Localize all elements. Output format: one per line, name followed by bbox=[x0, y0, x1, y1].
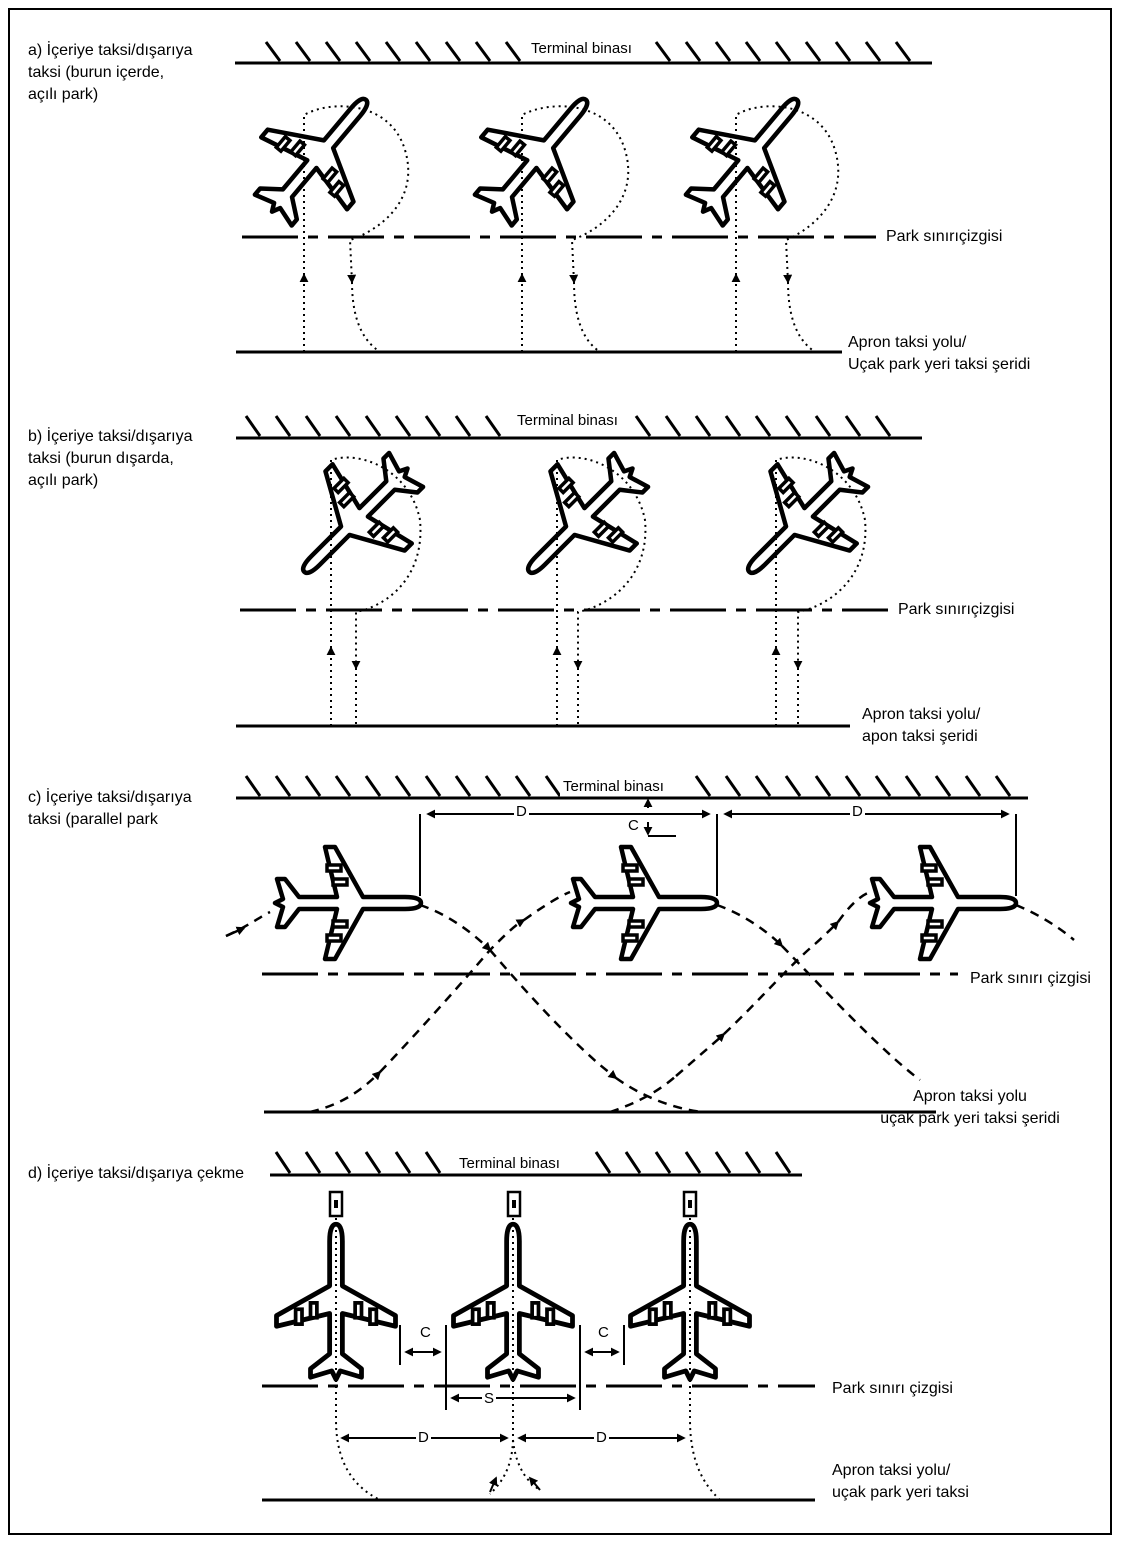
airplane-icon bbox=[710, 429, 892, 611]
taxi-lane-label-c: Apron taksi yolu uçak park yeri taksi şe… bbox=[880, 1088, 1060, 1127]
dimension-lines-c bbox=[419, 798, 1017, 896]
airplane-icon bbox=[265, 429, 447, 611]
parking-line-label-d: Park sınırı çizgisi bbox=[832, 1380, 953, 1397]
taxi-lane-label-a: Apron taksi yolu/ Uçak park yeri taksi ş… bbox=[848, 334, 1031, 373]
terminal-wall-b bbox=[236, 415, 922, 440]
wingspan-label-s: S bbox=[482, 1390, 497, 1407]
taxi-path-b bbox=[326, 456, 867, 726]
taxi-path-a bbox=[299, 105, 840, 353]
panel-b-title: b) İçeriye taksi/dışarıya taksi (burun d… bbox=[28, 428, 193, 489]
spacing-label-d-left: D bbox=[416, 1429, 431, 1446]
taxi-lane-label-d: Apron taksi yolu/ uçak park yeri taksi bbox=[832, 1462, 969, 1501]
terminal-wall-c bbox=[236, 775, 1028, 800]
dimension-label-c: C bbox=[626, 817, 641, 834]
panel-b bbox=[236, 415, 922, 728]
terminal-wall-a bbox=[235, 41, 932, 65]
figure-frame bbox=[8, 8, 1112, 1535]
panel-a-title: a) İçeriye taksi/dışarıya taksi (burun i… bbox=[28, 42, 193, 103]
terminal-wall-d bbox=[270, 1151, 802, 1177]
panel-c bbox=[225, 775, 1075, 1114]
panel-a bbox=[229, 41, 932, 354]
terminal-label-c: Terminal binası bbox=[560, 778, 667, 796]
tow-tractor-icon bbox=[328, 1190, 344, 1218]
parking-line-label-c: Park sınırı çizgisi bbox=[970, 970, 1091, 987]
clearance-label-c-left: C bbox=[418, 1324, 433, 1341]
dimension-label-d-right: D bbox=[850, 803, 865, 820]
airplane-icon bbox=[275, 847, 421, 959]
terminal-label-a: Terminal binası bbox=[528, 40, 635, 58]
tow-tractor-icon bbox=[682, 1190, 698, 1218]
terminal-label-d: Terminal binası bbox=[456, 1155, 563, 1173]
terminal-label-b: Terminal binası bbox=[514, 412, 621, 430]
airplane-icon bbox=[870, 847, 1016, 959]
panel-c-title: c) İçeriye taksi/dışarıya taksi (paralle… bbox=[28, 789, 192, 828]
airplane-icon bbox=[660, 64, 840, 248]
airplane-icon bbox=[229, 64, 409, 248]
airplane-icon bbox=[571, 847, 717, 959]
airplane-icon bbox=[449, 64, 629, 248]
panel-d bbox=[262, 1151, 815, 1502]
clearance-label-c-right: C bbox=[596, 1324, 611, 1341]
spacing-label-d-right: D bbox=[594, 1429, 609, 1446]
dimension-label-d-left: D bbox=[514, 803, 529, 820]
taxi-lane-label-b: Apron taksi yolu/ apon taksi şeridi bbox=[862, 706, 981, 745]
taxi-path-c bbox=[225, 890, 1075, 1114]
tow-tractor-icon bbox=[506, 1190, 522, 1218]
parking-line-label-b: Park sınırıçizgisi bbox=[898, 601, 1015, 618]
panel-d-title: d) İçeriye taksi/dışarıya çekme bbox=[28, 1165, 245, 1182]
parking-line-label-a: Park sınırıçizgisi bbox=[886, 228, 1003, 245]
